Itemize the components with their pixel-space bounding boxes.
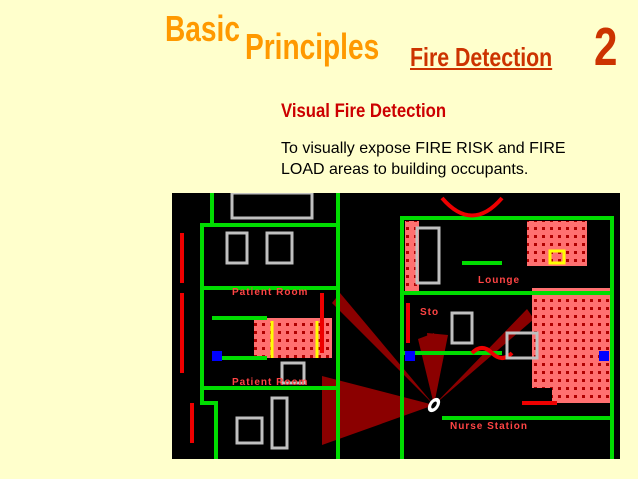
label-lounge: Lounge xyxy=(478,275,521,286)
wall-lines xyxy=(200,193,614,459)
label-patient-room: Patient Room xyxy=(232,377,309,388)
camera-lens-icon xyxy=(431,401,437,409)
title-word-principles: Principles xyxy=(245,26,380,67)
fire-zone xyxy=(254,318,332,358)
floor-plan: Patient Room Patient Room Lounge Sto Nur… xyxy=(172,193,620,459)
door-markers xyxy=(212,351,609,361)
label-patient-room: Patient Room xyxy=(232,287,309,298)
section-title: Fire Detection xyxy=(410,42,553,72)
description: To visually expose FIRE RISK and FIRE LO… xyxy=(281,140,566,178)
fire-wall-lines xyxy=(180,196,557,443)
highlights xyxy=(270,249,566,358)
title-word-basic: Basic xyxy=(165,8,240,49)
label-nurse-station: Nurse Station xyxy=(450,421,529,432)
view-cone xyxy=(322,376,434,445)
section-number: 2 xyxy=(594,17,618,77)
floor-plan-graphic xyxy=(180,193,614,459)
label-storage: Sto xyxy=(420,307,440,318)
fire-zone xyxy=(527,221,587,266)
subtitle: Visual Fire Detection xyxy=(281,101,447,122)
fixtures xyxy=(225,193,539,450)
view-cone xyxy=(418,333,434,405)
view-cone xyxy=(332,293,434,405)
